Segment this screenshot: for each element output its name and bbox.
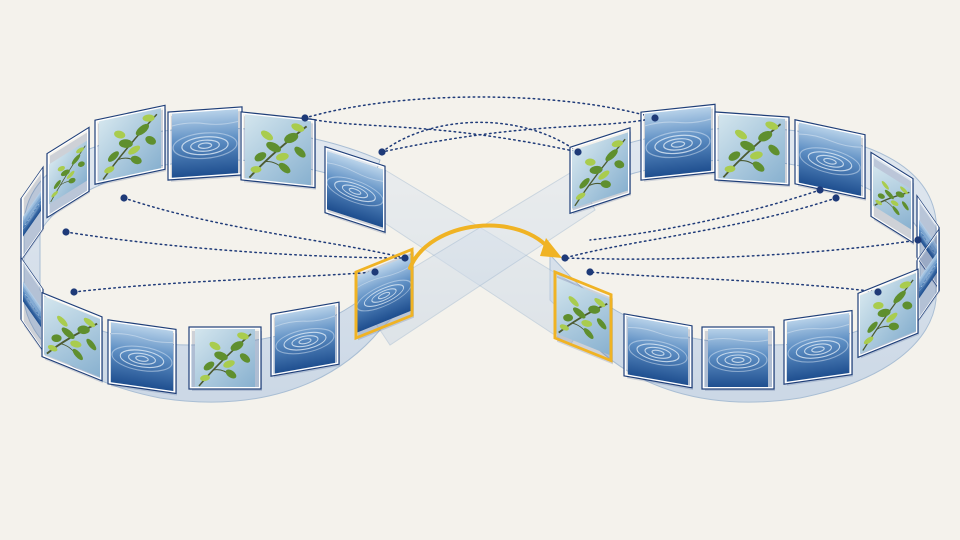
dotted-connector-8 [564,239,919,260]
right-frame-leaves-11 [553,269,613,365]
frame-border [702,327,774,389]
left-frame-leaves-7 [41,291,103,384]
right-frame-water-3 [794,119,866,201]
left-frame-leaves-3 [94,104,166,186]
connector-dot-10 [914,236,922,244]
frame-border [784,310,852,385]
leaves-image [194,328,256,388]
frame-outline [270,301,340,377]
connector-dot-6 [70,288,78,296]
frame-border [624,313,692,388]
left-frame-water-2 [324,145,386,235]
frame-border [21,167,43,261]
frame-outline [20,165,44,262]
frame-border [858,269,918,358]
frame-outline [714,111,790,186]
connector-dot-7 [401,254,409,262]
dotted-connector-7 [564,197,837,259]
leaves-image [244,113,312,187]
frame-outline [623,313,693,389]
left-frame-leaves-4 [46,126,90,219]
dotted-connector-6 [73,271,376,293]
right-frame-water-10 [623,313,693,390]
connector-dot-13 [586,268,594,276]
frame-outline [41,291,103,382]
left-frame-water-10 [270,301,340,378]
frame-outline [240,111,316,189]
connector-dot-12 [561,254,569,262]
left-frame-water-0 [167,106,243,182]
connector-dot-1 [651,114,659,122]
connector-dot-5 [62,228,70,236]
leaves-image [718,113,786,185]
dotted-connector-0 [304,96,656,119]
curved-arrow-icon [408,223,554,270]
frame-border [871,152,913,243]
right-frame-leaves-0 [569,127,631,215]
dotted-connector-3 [381,117,656,153]
frame-border [641,104,715,181]
connector-dot-layer [62,114,922,296]
right-frame-leaves-4 [870,151,914,246]
frame-outline [107,319,177,395]
connector-dot-11 [874,288,882,296]
water-ripple-image [110,321,174,393]
frame-border [715,111,789,186]
frame-outline [794,119,866,200]
transition-layer [408,223,562,270]
dotted-connector-10 [589,189,821,241]
frame-border [354,247,414,341]
right-frame-leaves-2 [714,111,790,188]
frame-outline [857,268,919,359]
connector-dot-9 [832,194,840,202]
water-ripple-image [627,315,689,387]
left-frame-water-8 [107,319,177,396]
water-ripple-image [274,303,336,375]
water-ripple-image [707,328,769,388]
dotted-connector-9 [589,271,879,293]
frame-border [47,127,89,218]
frame-border [570,127,630,214]
frame-border [325,146,385,233]
right-frame-water-8 [783,309,853,386]
dotted-connector-4 [123,197,406,259]
connector-dot-8 [371,268,379,276]
frame-border [42,292,102,381]
connector-dot-14 [816,186,824,194]
frame-border [108,319,176,394]
frame-outline [569,127,631,215]
arrow-head-icon [540,238,562,258]
frame-border [271,302,339,377]
frame-border [553,269,613,363]
frame-outline [870,151,914,244]
frame-border [795,119,865,199]
connector-layer [65,96,919,293]
connector-dot-2 [378,148,386,156]
dotted-connector-1 [381,121,579,153]
frame-outline [701,326,775,390]
frame-layer [20,103,940,396]
right-frame-water-9 [701,326,775,391]
frame-border [189,327,261,389]
frame-outline [324,145,386,233]
water-ripple-image [171,107,239,179]
frame-outline [783,309,853,385]
left-frame-leaves-1 [240,111,316,190]
dotted-connector-2 [304,117,579,153]
connector-dot-4 [120,194,128,202]
dotted-connector-5 [65,231,406,259]
frame-outline [188,326,262,390]
right-frame-water-1 [640,103,716,182]
connector-dot-0 [301,114,309,122]
left-frame-water-5 [20,165,44,262]
connector-dot-3 [574,148,582,156]
water-ripple-image [786,311,850,383]
frame-outline [46,126,90,219]
frame-border [241,111,315,188]
left-frame-leaves-9 [188,326,262,391]
frame-border [95,105,165,185]
frame-outline [94,104,166,185]
leaves-image [43,295,101,379]
